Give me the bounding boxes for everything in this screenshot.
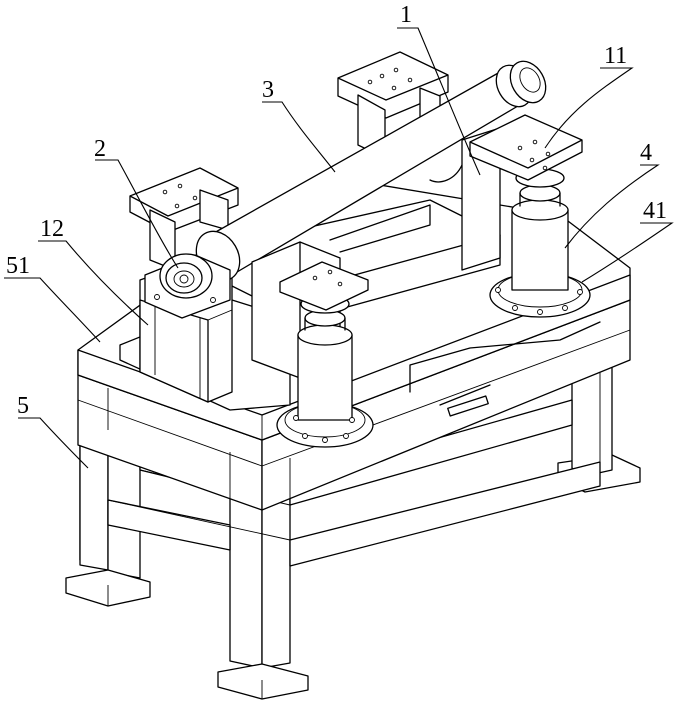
- leader-lines: [4, 27, 674, 469]
- label-41: 41: [643, 198, 667, 224]
- label-4: 4: [640, 140, 652, 166]
- label-1: 1: [400, 2, 412, 28]
- label-51: 51: [6, 253, 30, 279]
- roller-cylinder: [195, 60, 547, 282]
- front-bearing: [144, 253, 231, 319]
- label-3: 3: [262, 77, 274, 103]
- support-frame: [65, 299, 641, 700]
- label-2: 2: [94, 136, 106, 162]
- back-center-top-support: [337, 51, 449, 159]
- back-left-top-support: [129, 167, 239, 271]
- part-labels: 1 2 3 4 5 11 12 41 51: [6, 2, 667, 419]
- label-12: 12: [40, 216, 64, 242]
- rear-lifting-column: [469, 114, 591, 318]
- front-lifting-column: [276, 261, 374, 448]
- label-5: 5: [17, 393, 29, 419]
- label-11: 11: [604, 43, 627, 69]
